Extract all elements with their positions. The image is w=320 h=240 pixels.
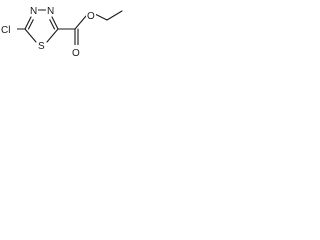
- bond-ch2-ch3: [106, 10, 123, 21]
- bonds: [15, 9, 123, 50]
- chemical-structure: Cl N N S O O: [0, 3, 123, 58]
- bond-c5-n4-double: [27, 19, 34, 30]
- bond-n3-c2-double: [49, 19, 56, 30]
- atom-ester-oxygen-label: O: [87, 11, 95, 22]
- bond-n3-c2: [51, 16, 59, 30]
- atom-n3-label: N: [47, 6, 54, 17]
- atom-carbonyl-oxygen-label: O: [72, 48, 80, 58]
- atom-labels: Cl N N S O O: [0, 3, 96, 58]
- atom-s-label: S: [38, 41, 45, 52]
- bond-c5-n4: [24, 16, 32, 30]
- bond-ccarbonyl-oester: [74, 15, 87, 30]
- bond-c2-s1: [46, 28, 59, 43]
- atom-cl-label: Cl: [1, 25, 10, 36]
- atom-n4-label: N: [30, 6, 37, 17]
- bond-oester-ch2: [94, 13, 108, 21]
- bond-s1-c5: [24, 28, 37, 43]
